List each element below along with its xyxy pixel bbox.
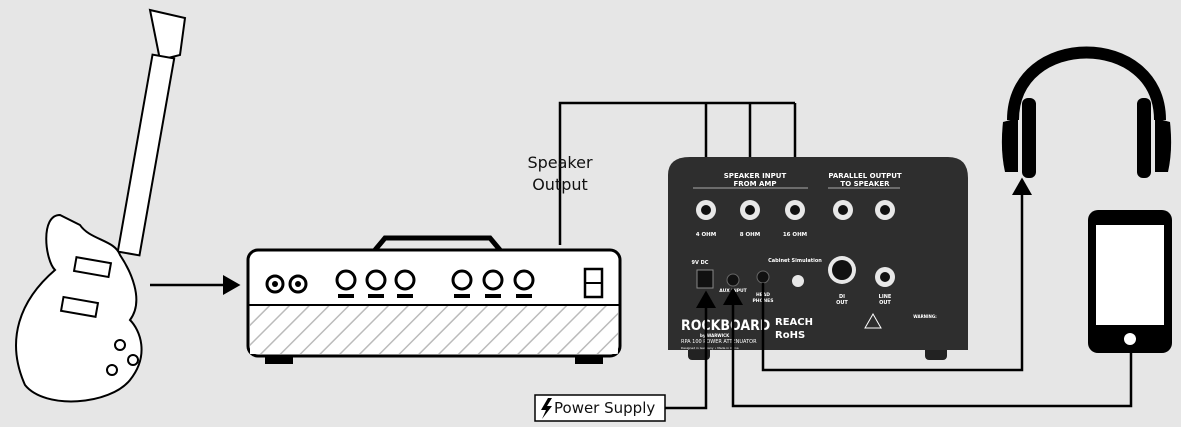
- svg-text:REACH: REACH: [775, 317, 813, 328]
- speaker-output-line2: Output: [532, 175, 588, 194]
- svg-text:OUT: OUT: [836, 300, 848, 306]
- power-supply-box: [534, 394, 666, 422]
- attenuator-device: SPEAKER INPUT FROM AMP PARALLEL OUTPUT T…: [668, 157, 968, 360]
- svg-text:9V DC: 9V DC: [692, 260, 709, 266]
- power-cable: [665, 290, 716, 410]
- svg-text:FROM AMP: FROM AMP: [733, 180, 776, 188]
- ohm-4-label: 4 OHM: [696, 232, 717, 238]
- power-supply-label: Power Supply: [554, 399, 656, 417]
- svg-text:by WARWICK: by WARWICK: [700, 333, 730, 338]
- svg-text:Cabinet Simulation: Cabinet Simulation: [768, 258, 822, 264]
- smartphone-icon: [1088, 210, 1172, 353]
- svg-text:TO SPEAKER: TO SPEAKER: [840, 180, 890, 188]
- amp-head-icon: [246, 235, 622, 364]
- headphones-cable: [761, 177, 1032, 372]
- ohm-16-label: 16 OHM: [783, 232, 807, 238]
- svg-text:OUT: OUT: [879, 300, 891, 306]
- svg-text:RPA 100 POWER ATTENUATOR: RPA 100 POWER ATTENUATOR: [681, 339, 757, 345]
- headphones-icon: [1001, 46, 1172, 178]
- parallel-output-label: PARALLEL OUTPUT: [828, 172, 902, 180]
- speaker-input-label: SPEAKER INPUT: [724, 172, 787, 180]
- speaker-output-line1: Speaker: [527, 153, 593, 172]
- svg-text:WARNING:: WARNING:: [913, 314, 937, 319]
- svg-text:Designed in Germany • Made in: Designed in Germany • Made in China: [681, 346, 739, 350]
- brand-logo: ROCKBOARD: [681, 318, 770, 334]
- ohm-8-label: 8 OHM: [740, 232, 761, 238]
- speaker-output-label: Speaker Output: [520, 152, 600, 196]
- lightning-icon: [541, 398, 552, 419]
- phone-cable: [723, 287, 1133, 408]
- guitar-icon: [15, 8, 187, 403]
- svg-text:DI: DI: [839, 294, 845, 300]
- svg-text:LINE: LINE: [879, 294, 892, 300]
- svg-text:RoHS: RoHS: [775, 330, 805, 341]
